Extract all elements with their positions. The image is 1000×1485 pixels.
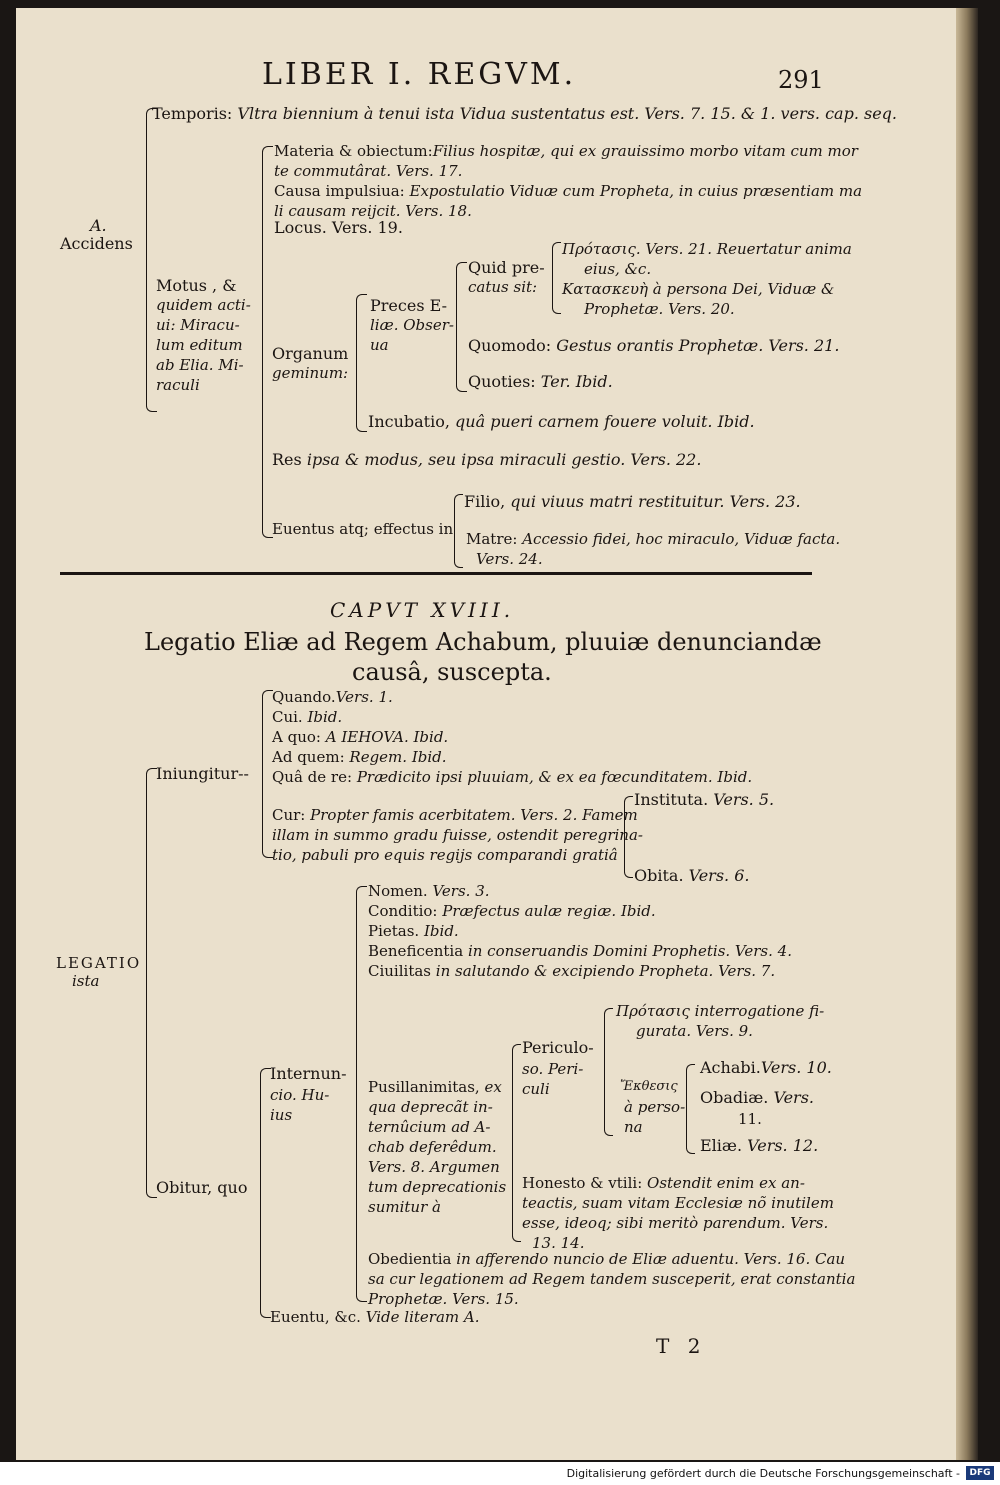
iniungitur-label: Iniungitur-- [156,764,249,783]
footer-text: Digitalisierung gefördert durch die Deut… [566,1467,960,1480]
honesto-line-2: teactis, suam vitam Ecclesiæ nõ inutilem [522,1194,834,1212]
legatio-label-2: ista [72,972,100,990]
matre-line: Matre: Accessio fidei, hoc miraculo, Vid… [466,530,841,548]
honesto-line: Honesto & vtili: Ostendit enim ex an- [522,1174,805,1192]
nomen-line: Nomen. Vers. 3. [368,882,490,900]
pietas-line: Pietas. Ibid. [368,922,459,940]
book-page [16,8,976,1460]
obedientia-line-2: sa cur legationem ad Regem tandem suscep… [368,1270,856,1288]
obita-line: Obita. Vers. 6. [634,866,750,885]
caput-heading: CAPVT XVIII. [330,598,515,622]
accidens-brace [146,108,157,412]
root-letter-a: A. [90,216,107,235]
section-divider [60,572,812,575]
motus-brace [262,146,273,538]
aquo-line: A quo: A IEHOVA. Ibid. [272,728,449,746]
obedientia-line-3: Prophetæ. Vers. 15. [368,1290,519,1308]
obedientia-line: Obedientia in afferendo nuncio de Eliæ a… [368,1250,846,1268]
cur-line-3: tio, pabuli pro equis regijs comparandi … [272,846,618,864]
quade-line: Quâ de re: Prædicito ipsi pluuiam, & ex … [272,768,753,786]
legatio-label: LEGATIO [56,954,142,972]
honesto-line-3: esse, ideoq; sibi meritò parendum. Vers. [522,1214,829,1232]
cur-line-2: illam in summo gradu fuisse, ostendit pe… [272,826,643,844]
achabi-line: Achabi.Vers. 10. [700,1058,832,1077]
matre-line-2: Vers. 24. [476,550,543,568]
euentu-line: Euentu, &c. Vide literam A. [270,1308,480,1326]
protasis-line-2: gurata. Vers. 9. [636,1022,753,1040]
protasis-line: Πρότασις interrogatione fi- [616,1002,825,1020]
iniungitur-brace [262,690,273,858]
filio-line: Filio, qui viuus matri restituitur. Vers… [464,492,801,511]
cur-brace [624,796,633,878]
quoties-line: Quoties: Ter. Ibid. [468,372,613,391]
quando-line: Quando.Vers. 1. [272,688,393,706]
running-title: LIBER I. REGVM. [262,57,577,92]
exthesis-brace [686,1064,695,1154]
chapter-title-2: causâ, suscepta. [352,658,552,686]
signature-mark: T 2 [656,1334,707,1358]
legatio-brace [146,768,157,1198]
temporis-line: Temporis: Vltra biennium à tenui ista Vi… [152,104,897,123]
cur-line: Cur: Propter famis acerbitatem. Vers. 2.… [272,806,638,824]
adquem-line: Ad quem: Regem. Ibid. [272,748,447,766]
obitur-label: Obitur, quo [156,1178,248,1197]
causa-line: Causa impulsiua: Expostulatio Viduæ cum … [274,182,863,200]
cui-line: Cui. Ibid. [272,708,343,726]
page-number: 291 [778,66,824,94]
dfg-logo: DFG [966,1466,994,1480]
accidens-label: Accidens [60,234,133,253]
obadiae-line: Obadiæ. Vers. [700,1088,814,1107]
quomodo-line: Quomodo: Gestus orantis Prophetæ. Vers. … [468,336,840,355]
page-edge [956,8,978,1460]
beneficentia-line: Beneficentia in conseruandis Domini Prop… [368,942,792,960]
quid-protasis-2: eius, &c. [584,260,652,278]
locus-line: Locus. Vers. 19. [274,218,403,237]
quid-protasis: Πρότασις. Vers. 21. Reuertatur anima [562,240,852,258]
causa-line-2: li causam reijcit. Vers. 18. [274,202,472,220]
quid-kataskeue-2: Prophetæ. Vers. 20. [584,300,735,318]
materia-line: Materia & obiectum:Filius hospitæ, qui e… [274,142,858,160]
honesto-line-4: 13. 14. [532,1234,585,1252]
preces-brace [456,262,467,392]
quid-kataskeue: Κατασκευὴ à persona Dei, Viduæ & [562,280,835,298]
chapter-title-1: Legatio Eliæ ad Regem Achabum, pluuiæ de… [144,628,822,656]
internuncio-brace [356,886,367,1302]
incubatio-line: Incubatio, quâ pueri carnem fouere volui… [368,412,755,431]
euentus-brace [454,494,463,568]
obitur-brace [260,1068,271,1318]
footer-bar: Digitalisierung gefördert durch die Deut… [0,1462,1000,1485]
res-line: Res ipsa & modus, seu ipsa miraculi gest… [272,450,702,469]
euentus-label: Euentus atq; effectus in [272,520,454,538]
ciuilitas-line: Ciuilitas in salutando & excipiendo Prop… [368,962,776,980]
materia-line-2: te commutârat. Vers. 17. [274,162,463,180]
instituta-line: Instituta. Vers. 5. [634,790,775,809]
quid-brace [552,242,561,314]
eliae-line: Eliæ. Vers. 12. [700,1136,819,1155]
pusillanimitas-brace [512,1044,521,1242]
organum-brace [356,294,367,432]
obadiae-number: 11. [738,1110,762,1128]
conditio-line: Conditio: Præfectus aulæ regiæ. Ibid. [368,902,656,920]
periculoso-brace [604,1008,613,1136]
